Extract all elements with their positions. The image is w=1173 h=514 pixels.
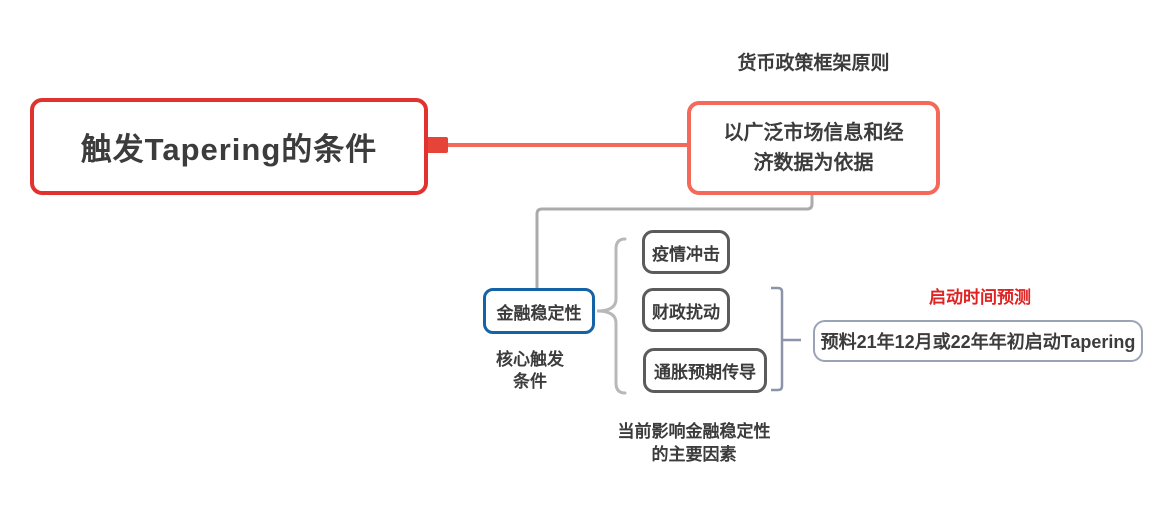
- connector-root-stub: [424, 137, 448, 153]
- node-pandemic-shock[interactable]: 疫情冲击: [642, 230, 730, 274]
- label-core-trigger-condition: 核心触发条件: [496, 350, 564, 391]
- node-fiscal-disturbance[interactable]: 财政扰动: [642, 288, 730, 332]
- node-tapering-start-prediction[interactable]: 预料21年12月或22年年初启动Tapering: [813, 320, 1143, 362]
- node-financial-stability[interactable]: 金融稳定性: [483, 288, 595, 334]
- node-trigger-conditions[interactable]: 触发Tapering的条件: [30, 98, 428, 195]
- connector-framework-to-financial: [535, 188, 814, 292]
- node-inflation-expectation-transmission[interactable]: 通胀预期传导: [643, 348, 767, 393]
- curly-brace-financial-to-factors: [596, 237, 627, 395]
- label-monetary-policy-framework: 货币政策框架原则: [737, 53, 890, 74]
- label-main-factors: 当前影响金融稳定性的主要因素: [617, 422, 771, 464]
- bracket-factors-to-prediction: [771, 286, 784, 392]
- node-market-info-basis[interactable]: 以广泛市场信息和经济数据为依据: [687, 101, 940, 195]
- label-start-time-prediction: 启动时间预测: [929, 288, 1031, 307]
